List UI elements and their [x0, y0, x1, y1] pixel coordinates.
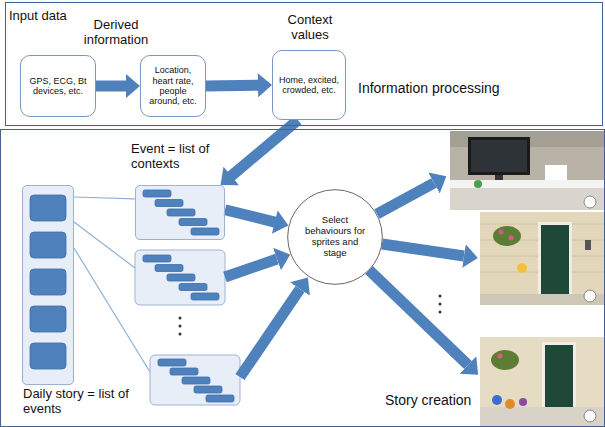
context-bar	[155, 265, 183, 272]
box-text: Location, heart rate, people around, etc…	[145, 65, 201, 106]
block-arrow	[224, 204, 289, 233]
block-arrow	[206, 73, 272, 97]
story-box: Daily story = list of events	[22, 185, 74, 385]
block-arrow	[96, 74, 140, 98]
scene-photo	[480, 212, 605, 305]
story-fill	[22, 185, 74, 385]
wall-lamp	[585, 240, 591, 250]
processing-panel: Information processingInput dataGPS, ECG…	[5, 2, 603, 126]
context-bar	[167, 274, 195, 281]
block-arrow	[225, 259, 277, 277]
monitor-stand	[495, 175, 503, 180]
context-bar	[143, 190, 171, 197]
context-bar	[170, 368, 198, 375]
desk-item	[545, 165, 567, 180]
context-bar	[143, 255, 171, 262]
scene-photo	[480, 337, 605, 427]
sprite	[474, 180, 482, 188]
door-frame	[542, 342, 576, 407]
dot	[439, 303, 442, 306]
dot	[179, 333, 182, 336]
photo-icon	[584, 290, 596, 302]
door-frame	[538, 222, 572, 294]
flower	[499, 230, 504, 235]
box-heading: Derived information	[76, 18, 156, 48]
scene-photo	[450, 131, 605, 210]
block-arrow	[221, 116, 302, 185]
photo-wall	[450, 131, 605, 210]
block-arrow	[382, 244, 464, 256]
dot	[179, 317, 182, 320]
context-bar	[179, 284, 207, 291]
event-bar	[30, 343, 66, 369]
process-box: Derived informationLocation, heart rate,…	[140, 55, 206, 117]
event-box: Event = list of contexts	[135, 185, 225, 240]
block-arrow	[377, 183, 434, 214]
box-heading: Context values	[271, 13, 349, 43]
monitor-screen	[471, 140, 527, 172]
photo-icon	[584, 196, 596, 208]
box-heading: Input data	[9, 9, 99, 24]
sprite	[492, 395, 502, 405]
event-bar	[30, 195, 66, 221]
door	[541, 225, 569, 294]
block-arrows	[225, 183, 468, 377]
flower	[498, 354, 503, 359]
event-bar	[30, 306, 66, 332]
box-text: Home, excited, crowded, etc.	[277, 75, 341, 96]
context-bar	[155, 200, 183, 207]
context-bar	[191, 293, 219, 300]
door	[545, 345, 573, 407]
dot	[439, 311, 442, 314]
event-box	[150, 355, 240, 405]
ground	[480, 407, 605, 427]
link-line	[74, 197, 135, 199]
box-heading: Daily story = list of events	[23, 387, 133, 417]
cabinet	[450, 188, 605, 210]
photo-wall	[480, 337, 605, 427]
sun-icon	[517, 263, 527, 273]
process-box: Input dataGPS, ECG, Bt devices, etc.	[20, 55, 96, 117]
event-box	[135, 250, 225, 305]
context-bar	[191, 228, 219, 235]
event-bar	[30, 269, 66, 295]
context-bar	[167, 209, 195, 216]
context-bar	[182, 377, 210, 384]
block-arrow	[240, 289, 300, 377]
dot	[439, 295, 442, 298]
box-heading: Event = list of contexts	[131, 142, 231, 172]
panel-title: Story creation	[385, 392, 471, 408]
context-bar	[194, 386, 222, 393]
event-fill	[135, 185, 225, 240]
block-arrow	[369, 270, 468, 365]
context-bars	[30, 190, 234, 402]
process-circle: Select behaviours for sprites and stage	[287, 189, 383, 285]
event-bar	[30, 232, 66, 258]
photo-icon	[584, 410, 596, 422]
context-bar	[158, 359, 186, 366]
circle-outline	[288, 190, 383, 285]
process-box: Context valuesHome, excited, crowded, et…	[272, 50, 346, 120]
dot	[179, 325, 182, 328]
flower	[509, 236, 514, 241]
circle-text: Select behaviours for sprites and stage	[300, 215, 370, 259]
photo-wall	[480, 212, 605, 305]
sprite	[505, 399, 515, 409]
hanging-basket	[493, 226, 521, 246]
event-link	[74, 248, 150, 372]
event-link	[74, 222, 135, 268]
sprite	[519, 398, 527, 406]
desk	[450, 180, 605, 188]
story-panel: Story creationEvent = list of contextsDa…	[0, 129, 605, 427]
context-bar	[206, 395, 234, 402]
hanging-basket	[491, 350, 519, 370]
context-bar	[179, 219, 207, 226]
monitor	[468, 137, 530, 175]
box-text: GPS, ECG, Bt devices, etc.	[25, 76, 91, 97]
panel-title: Information processing	[358, 80, 500, 96]
